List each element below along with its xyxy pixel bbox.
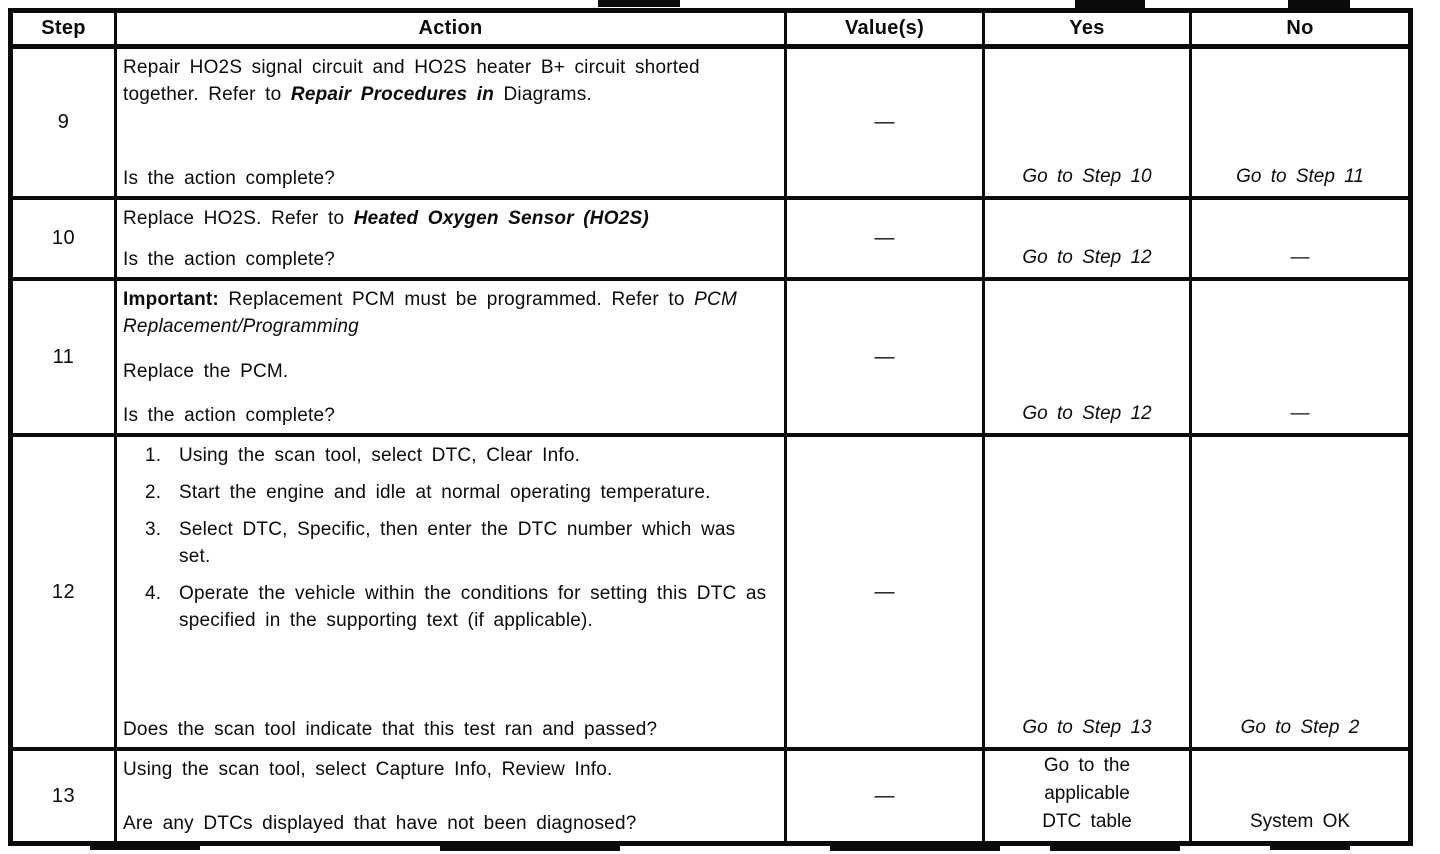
- yes-result-cell: Go to Step 12: [985, 200, 1192, 281]
- action-text: Replace the PCM.: [123, 360, 289, 382]
- action-cell: 1.Using the scan tool, select DTC, Clear…: [117, 437, 787, 751]
- yes-result-cell: Go to the applicable DTC table: [985, 751, 1192, 841]
- col-header-yes: Yes: [985, 13, 1192, 49]
- action-question: Is the action complete?: [123, 168, 335, 189]
- action-important-text: Important: Replacement PCM must be progr…: [123, 289, 737, 337]
- scan-artifact: [90, 846, 200, 850]
- yes-result: Go to Step 12: [1022, 403, 1152, 424]
- scan-artifact: [830, 846, 1000, 851]
- action-numbered-list: 1.Using the scan tool, select DTC, Clear…: [123, 442, 776, 644]
- action-cell: Repair HO2S signal circuit and HO2S heat…: [117, 49, 787, 200]
- value-cell: —: [787, 751, 985, 841]
- yes-result-cell: Go to Step 13: [985, 437, 1192, 751]
- scan-artifact: [440, 846, 620, 851]
- col-header-step: Step: [13, 13, 117, 49]
- yes-result: Go to Step 13: [1022, 717, 1152, 738]
- scan-artifact: [598, 0, 680, 7]
- table-header-row: Step Action Value(s) Yes No: [13, 13, 1408, 49]
- yes-result: Go to Step 12: [1022, 247, 1152, 268]
- scan-artifact: [1288, 0, 1350, 8]
- list-item: 2.Start the engine and idle at normal op…: [145, 482, 711, 503]
- step-number: 11: [13, 281, 117, 437]
- no-result-cell: Go to Step 11: [1192, 49, 1408, 200]
- value-cell: —: [787, 281, 985, 437]
- yes-result-cell: Go to Step 10: [985, 49, 1192, 200]
- step-number: 12: [13, 437, 117, 751]
- no-result: Go to Step 2: [1240, 717, 1360, 738]
- list-item: 3.Select DTC, Specific, then enter the D…: [145, 519, 736, 567]
- list-item: 1.Using the scan tool, select DTC, Clear…: [145, 445, 581, 466]
- col-header-values: Value(s): [787, 13, 985, 49]
- no-result-cell: Go to Step 2: [1192, 437, 1408, 751]
- action-cell: Using the scan tool, select Capture Info…: [117, 751, 787, 841]
- action-question: Does the scan tool indicate that this te…: [123, 719, 658, 740]
- no-result-cell: System OK: [1192, 751, 1408, 841]
- yes-result-cell: Go to Step 12: [985, 281, 1192, 437]
- value-cell: —: [787, 437, 985, 751]
- no-result-cell: —: [1192, 200, 1408, 281]
- action-question: Is the action complete?: [123, 405, 335, 426]
- action-text: Repair HO2S signal circuit and HO2S heat…: [123, 57, 700, 105]
- action-cell: Important: Replacement PCM must be progr…: [117, 281, 787, 437]
- no-result: Go to Step 11: [1236, 166, 1364, 187]
- scan-artifact: [1270, 846, 1350, 850]
- col-header-action: Action: [117, 13, 787, 49]
- action-text: Using the scan tool, select Capture Info…: [123, 759, 613, 780]
- no-result: System OK: [1249, 811, 1351, 832]
- action-question: Are any DTCs displayed that have not bee…: [123, 813, 637, 834]
- yes-result: Go to the applicable DTC table: [1042, 755, 1132, 832]
- value-cell: —: [787, 200, 985, 281]
- no-result-cell: —: [1192, 281, 1408, 437]
- action-cell: Replace HO2S. Refer to Heated Oxygen Sen…: [117, 200, 787, 281]
- yes-result: Go to Step 10: [1022, 166, 1152, 187]
- table-row-step-12: 12 1.Using the scan tool, select DTC, Cl…: [13, 437, 1408, 751]
- col-header-no: No: [1192, 13, 1408, 49]
- scan-artifact: [1050, 846, 1180, 851]
- diagnostic-steps-table: Step Action Value(s) Yes No 9 Repair HO2…: [8, 8, 1413, 846]
- table-row-step-13: 13 Using the scan tool, select Capture I…: [13, 751, 1408, 841]
- action-text: Replace HO2S. Refer to Heated Oxygen Sen…: [123, 208, 649, 229]
- step-number: 10: [13, 200, 117, 281]
- value-cell: —: [787, 49, 985, 200]
- step-number: 13: [13, 751, 117, 841]
- scan-artifact: [1075, 0, 1145, 8]
- table-row-step-10: 10 Replace HO2S. Refer to Heated Oxygen …: [13, 200, 1408, 281]
- table-row-step-9: 9 Repair HO2S signal circuit and HO2S he…: [13, 49, 1408, 200]
- no-result: —: [1290, 247, 1310, 268]
- list-item: 4.Operate the vehicle within the conditi…: [145, 583, 767, 631]
- table-row-step-11: 11 Important: Replacement PCM must be pr…: [13, 281, 1408, 437]
- action-question: Is the action complete?: [123, 249, 335, 270]
- step-number: 9: [13, 49, 117, 200]
- no-result: —: [1290, 403, 1310, 424]
